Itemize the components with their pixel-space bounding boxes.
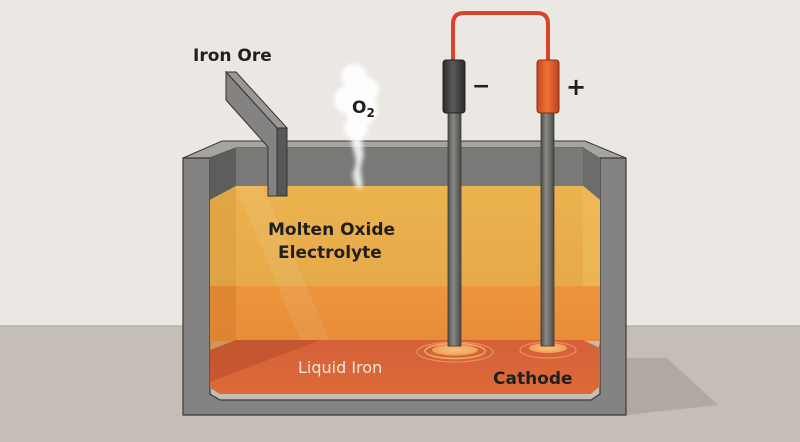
chute-side-face [276, 127, 288, 197]
sleeve-negative [442, 59, 466, 114]
iron-layer [210, 340, 600, 394]
label-oxygen: O2 [352, 98, 375, 120]
sleeve-positive [536, 59, 560, 114]
electrolyte-lower-left-face [210, 286, 236, 350]
liquid-iron-pool [210, 340, 600, 394]
liquid-iron-shadow [210, 340, 320, 382]
label-negative-terminal: − [472, 74, 490, 99]
label-liquid-iron: Liquid Iron [298, 358, 382, 377]
vessel-inner-left-wall [210, 148, 236, 200]
vessel-inner-back-wall [236, 148, 583, 186]
electrode-negative [442, 59, 466, 347]
rod-positive [540, 111, 555, 347]
vessel [182, 140, 627, 416]
label-oxygen-subscript: 2 [366, 106, 374, 120]
electrolyte-upper [210, 186, 600, 286]
electrolyte-lower [210, 286, 600, 341]
label-cathode: Cathode [493, 369, 573, 389]
puddle-positive [529, 343, 567, 353]
label-electrolyte-line2: Electrolyte [278, 243, 382, 263]
label-iron-ore: Iron Ore [193, 46, 272, 66]
light-beam [236, 186, 330, 340]
label-positive-terminal: + [566, 73, 586, 101]
label-oxygen-symbol: O [352, 98, 366, 118]
rod-negative [447, 111, 462, 347]
electrode-positive [536, 59, 560, 347]
connecting-wire [451, 11, 550, 64]
electrolyte-layer [210, 186, 600, 350]
puddle-negative [432, 344, 478, 356]
vessel-inner-right-wall [583, 148, 600, 200]
electrolyte-left-face [210, 186, 236, 312]
ore-feed-chute [224, 70, 289, 197]
label-electrolyte-line1: Molten Oxide [268, 220, 395, 240]
oxygen-plume [334, 64, 379, 188]
vessel-shadow [626, 358, 718, 415]
